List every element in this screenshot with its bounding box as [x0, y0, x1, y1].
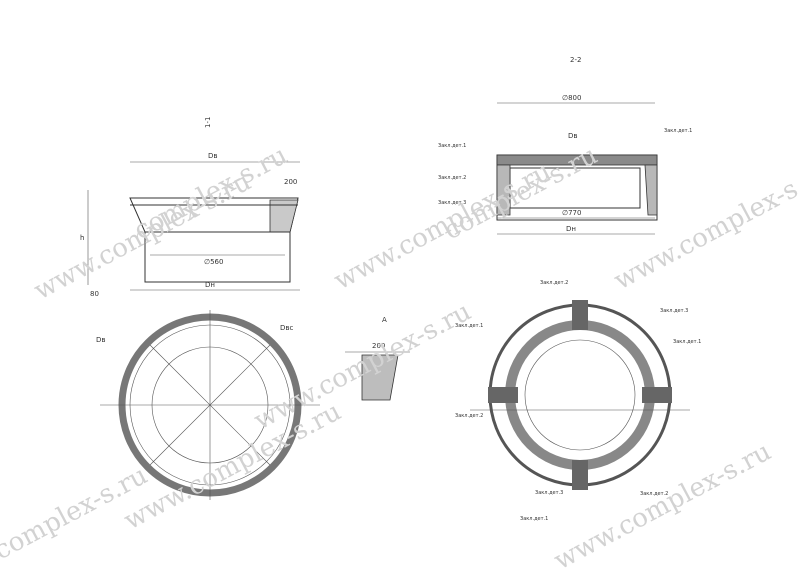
dim2-inner-label: Dв [568, 132, 578, 140]
detail-title: A [382, 316, 387, 324]
plan2-callout-3: Закл.дет.3 [660, 308, 688, 314]
watermark-7: www.complex-s.ru [549, 437, 776, 576]
plan2-rib-bottom [572, 460, 588, 490]
section2-wall-left [496, 164, 511, 216]
plan2-rib-top [572, 300, 588, 330]
plan1-d-label: Dвс [280, 324, 294, 332]
plan2-callout-5: Закл.дет.2 [455, 413, 483, 419]
section2-slab [496, 154, 658, 166]
cone-base [144, 231, 291, 283]
callout-s2: Закл.дет.2 [438, 175, 466, 181]
plan-view-1: Dвс Dв [96, 310, 320, 500]
plan1-diag-2 [149, 344, 271, 466]
section-2-2: 2-2 ∅800 ∅770 Dн Dв Закл.дет.1 Закл.дет.… [438, 56, 692, 235]
watermark-layer: www.complex-s.ru complex-s.ru www.comple… [0, 140, 800, 576]
plan2-callout-6: Закл.дет.3 [535, 490, 563, 496]
plan2-rib-right [642, 387, 672, 403]
plan2-rib-left [488, 387, 518, 403]
watermark-8: www.complex-s.ru [249, 297, 476, 437]
plan2-callout-7: Закл.дет.1 [520, 516, 548, 522]
section2-title: 2-2 [570, 56, 581, 64]
callout-s3: Закл.дет.3 [438, 200, 466, 206]
plan2-callout-8: Закл.дет.2 [640, 491, 668, 497]
plan2-mid-ring [505, 320, 655, 470]
section2-wall-right [644, 164, 658, 216]
dim2-top-label: ∅800 [562, 94, 581, 102]
dim-inner-label: ∅560 [204, 258, 223, 266]
dim2-bottom-label: Dн [566, 225, 576, 233]
plan2-callout-1: Закл.дет.1 [455, 323, 483, 329]
section-1-1: 1-1 Dв ∅560 Dн 200 h 80 [80, 117, 300, 298]
dim2-mid-label: ∅770 [562, 209, 581, 217]
detail-a: A 200 [345, 316, 410, 401]
dim-bottom-label: Dн [205, 281, 215, 289]
dim-b-label: 80 [90, 290, 99, 298]
dim-h-label: h [80, 234, 84, 242]
plan2-callout-2: Закл.дет.2 [540, 280, 568, 286]
callout-s1: Закл.дет.1 [438, 143, 466, 149]
section1-title: 1-1 [204, 117, 212, 128]
plan-view-2: Закл.дет.1 Закл.дет.2 Закл.дет.3 Закл.де… [455, 280, 701, 522]
plan2-callout-4: Закл.дет.1 [673, 339, 701, 345]
callout-s4: Закл.дет.1 [664, 128, 692, 134]
detail-profile [361, 354, 399, 401]
dim-top-label: Dв [208, 152, 218, 160]
plan2-inner-ring [524, 339, 636, 451]
watermark-4: www.complex-s.ru [609, 157, 800, 297]
dim-angle-label: 200 [284, 178, 297, 186]
plan1-r-label: Dв [96, 336, 106, 344]
detail-dim-label: 200 [372, 342, 385, 350]
